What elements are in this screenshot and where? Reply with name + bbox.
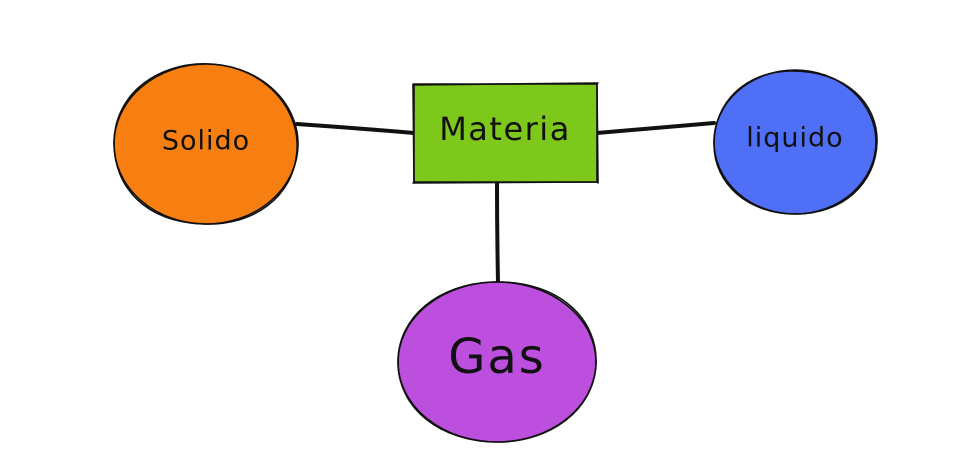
node-liquid-label: liquido bbox=[746, 123, 843, 154]
node-liquid: liquido bbox=[713, 69, 878, 215]
connector-center-solid bbox=[295, 122, 416, 135]
node-gas-outline-stroke bbox=[397, 281, 597, 443]
node-solid: Solido bbox=[113, 63, 299, 225]
node-center-outline-stroke bbox=[412, 82, 599, 184]
node-liquid-outline-stroke bbox=[713, 70, 878, 215]
node-gas-label: Gas bbox=[448, 329, 546, 385]
connectors bbox=[295, 121, 716, 284]
node-center-label: Materia bbox=[439, 110, 571, 148]
node-gas: Gas bbox=[397, 281, 597, 443]
connector-center-liquid bbox=[595, 121, 716, 135]
connector-center-gas bbox=[495, 180, 500, 284]
node-solid-label: Solido bbox=[162, 126, 250, 157]
node-center: Materia bbox=[412, 82, 599, 184]
node-solid-outline-stroke bbox=[113, 63, 298, 225]
